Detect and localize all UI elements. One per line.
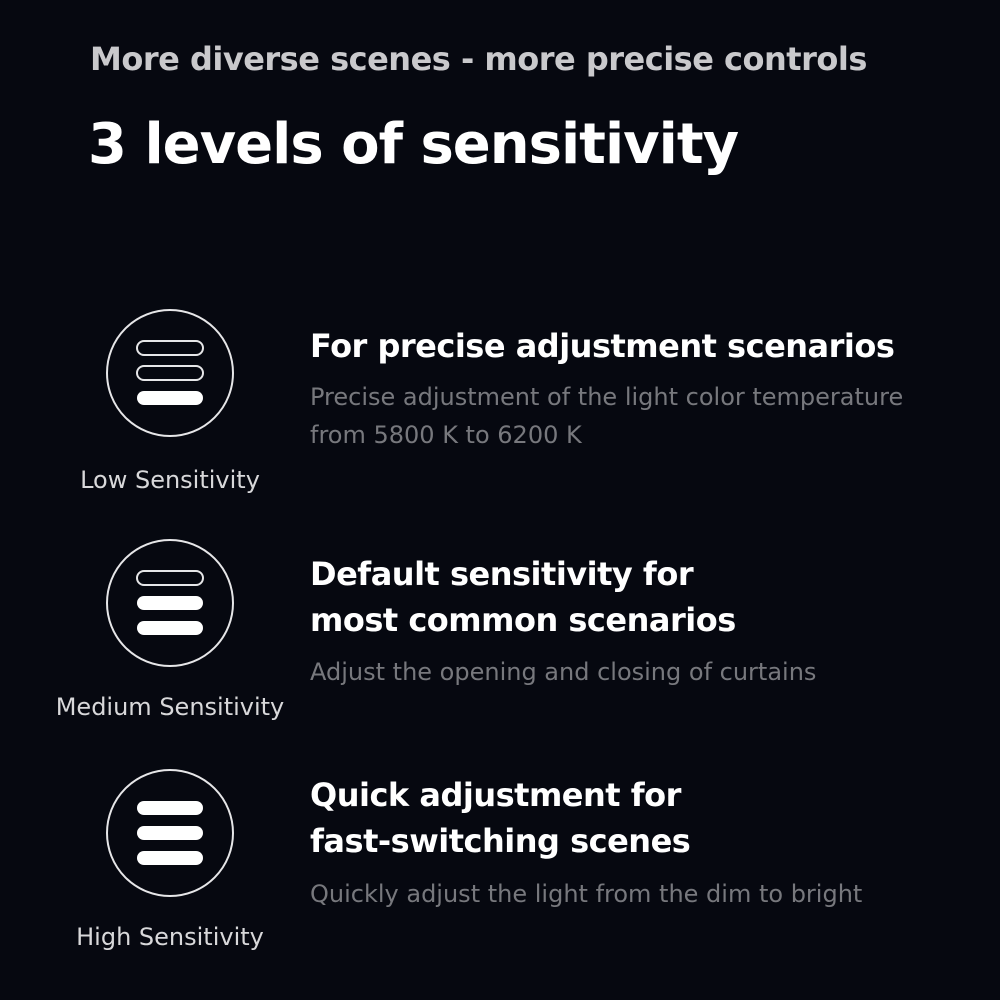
bar-filled (137, 801, 203, 815)
subtitle: More diverse scenes - more precise contr… (90, 40, 867, 78)
level-heading: Default sensitivity for most common scen… (310, 555, 736, 639)
bar-filled (137, 621, 203, 635)
sensitivity-icon (106, 769, 234, 897)
level-heading: Quick adjustment for fast-switching scen… (310, 776, 691, 860)
level-description: Precise adjustment of the light color te… (310, 383, 904, 449)
level-label: Medium Sensitivity (55, 693, 285, 721)
level-description: Quickly adjust the light from the dim to… (310, 880, 863, 908)
level-label: Low Sensitivity (80, 466, 260, 494)
bar-empty (136, 365, 204, 381)
circle-outline (106, 769, 234, 897)
bar-empty (136, 340, 204, 356)
bar-filled (137, 596, 203, 610)
sensitivity-icon (106, 539, 234, 667)
bar-filled (137, 391, 203, 405)
circle-outline (106, 539, 234, 667)
bar-empty (136, 570, 204, 586)
level-heading: For precise adjustment scenarios (310, 327, 895, 365)
circle-outline (106, 309, 234, 437)
level-label: High Sensitivity (76, 923, 264, 951)
level-description: Adjust the opening and closing of curtai… (310, 658, 817, 686)
bar-filled (137, 851, 203, 865)
bar-filled (137, 826, 203, 840)
page-title: 3 levels of sensitivity (88, 112, 739, 177)
sensitivity-icon (106, 309, 234, 437)
